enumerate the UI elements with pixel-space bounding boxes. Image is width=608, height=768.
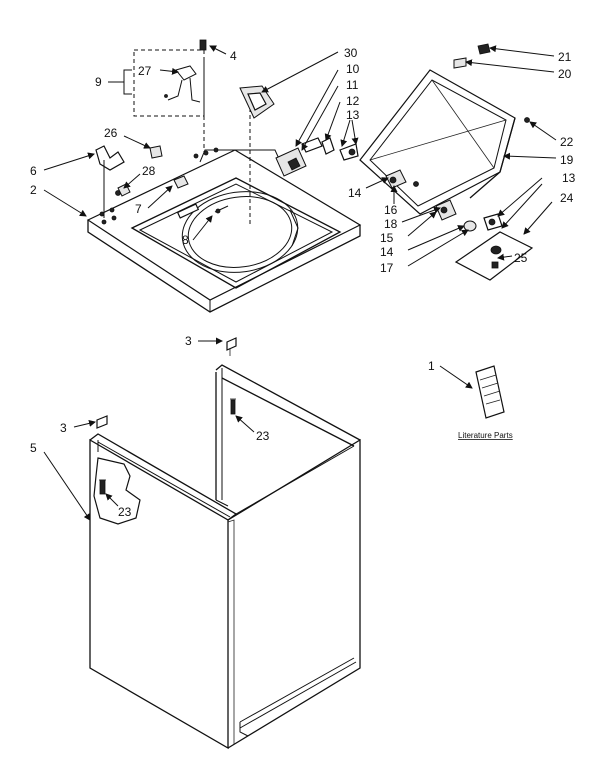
callout-8: 8 — [182, 233, 189, 247]
callout-2: 2 — [30, 183, 37, 197]
callout-30: 30 — [344, 46, 358, 60]
callout-13-left: 13 — [346, 108, 360, 122]
callout-26: 26 — [104, 126, 118, 140]
callout-27: 27 — [138, 64, 152, 78]
literature-booklet — [475, 365, 505, 419]
callout-4: 4 — [230, 49, 237, 63]
callout-23-rear: 23 — [256, 429, 270, 443]
callout-14-left: 14 — [348, 186, 362, 200]
callout-25: 25 — [514, 251, 528, 265]
callout-7: 7 — [135, 202, 142, 216]
callout-15: 15 — [380, 231, 394, 245]
callout-5: 5 — [30, 441, 37, 455]
leader-lines — [43, 45, 557, 521]
callout-11: 11 — [346, 78, 359, 92]
callout-13-right: 13 — [562, 171, 576, 185]
callout-14-right: 14 — [380, 245, 394, 259]
callout-24: 24 — [560, 191, 574, 205]
cabinet — [89, 337, 361, 750]
callout-20: 20 — [558, 67, 572, 81]
callout-12: 12 — [346, 94, 360, 108]
callout-9: 9 — [95, 75, 102, 89]
callout-17: 17 — [380, 261, 394, 275]
lid — [359, 43, 534, 281]
callout-21: 21 — [558, 50, 572, 64]
callout-22: 22 — [560, 135, 574, 149]
callout-labels: 1 2 3 3 4 5 6 7 8 9 10 11 12 13 13 14 14… — [30, 46, 576, 519]
callout-18: 18 — [384, 217, 398, 231]
callout-23-front: 23 — [118, 505, 132, 519]
literature-caption: Literature Parts — [458, 431, 513, 440]
top-panel — [86, 60, 362, 313]
callout-6: 6 — [30, 164, 37, 178]
callout-3-front: 3 — [60, 421, 67, 435]
callout-19: 19 — [560, 153, 574, 167]
callout-3-top: 3 — [185, 334, 192, 348]
callout-16: 16 — [384, 203, 398, 217]
callout-10: 10 — [346, 62, 360, 76]
callout-1: 1 — [428, 359, 435, 373]
callout-28: 28 — [142, 164, 156, 178]
